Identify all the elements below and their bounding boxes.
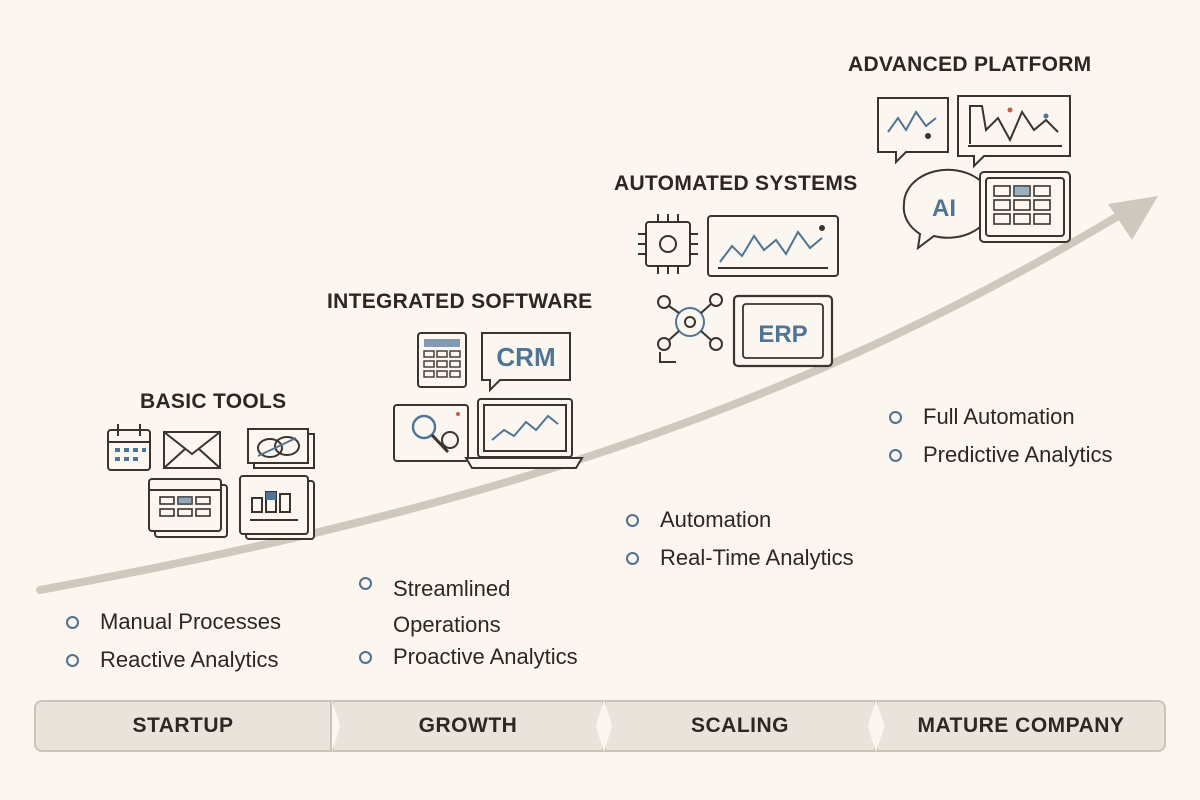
line-chart-panel-icon xyxy=(707,215,839,277)
bullets-basic-tools: Manual Processes Reactive Analytics xyxy=(66,610,281,686)
bullet-circle-icon xyxy=(66,616,79,629)
bullets-automated-systems: Automation Real-Time Analytics xyxy=(626,508,854,584)
bullet-circle-icon xyxy=(359,651,372,664)
chart-bubble-icon xyxy=(957,95,1071,169)
gear-chip-icon xyxy=(638,214,698,274)
list-item: Full Automation xyxy=(889,405,1113,429)
grid-panel-icon xyxy=(979,171,1071,243)
network-gear-icon xyxy=(657,293,723,363)
list-item: Streamlined Operations xyxy=(359,571,589,643)
link-chart-icon xyxy=(247,428,315,469)
stage-title-automated-systems: AUTOMATED SYSTEMS xyxy=(614,172,858,195)
ai-bubble-icon: AI xyxy=(902,168,993,251)
erp-label: ERP xyxy=(758,321,807,348)
ai-label: AI xyxy=(932,195,956,222)
table-app-icon xyxy=(417,332,467,388)
bullets-integrated-software: Streamlined Operations Proactive Analyti… xyxy=(359,571,589,683)
envelope-icon xyxy=(163,431,221,469)
bullet-circle-icon xyxy=(626,552,639,565)
calendar-icon xyxy=(107,424,151,471)
stage-title-advanced-platform: ADVANCED PLATFORM xyxy=(848,53,1092,76)
list-item: Automation xyxy=(626,508,854,532)
bullet-circle-icon xyxy=(359,577,372,590)
bullet-circle-icon xyxy=(889,411,902,424)
crm-label: CRM xyxy=(496,342,555,372)
bullet-circle-icon xyxy=(889,449,902,462)
bullet-circle-icon xyxy=(626,514,639,527)
list-item: Proactive Analytics xyxy=(359,645,589,669)
stage-title-basic-tools: BASIC TOOLS xyxy=(140,390,287,413)
phase-mature-company: MATURE COMPANY xyxy=(876,700,1166,752)
laptop-chart-icon xyxy=(464,398,584,469)
bullet-circle-icon xyxy=(66,654,79,667)
growth-arrow xyxy=(36,196,1158,594)
crm-bubble-icon: CRM xyxy=(481,332,571,393)
phase-scaling: SCALING xyxy=(604,700,876,752)
list-item: Manual Processes xyxy=(66,610,281,634)
spreadsheet-icon xyxy=(148,478,228,538)
magnifier-screen-icon xyxy=(393,404,469,462)
phase-growth: GROWTH xyxy=(332,700,604,752)
list-item: Reactive Analytics xyxy=(66,648,281,672)
erp-screen-icon: ERP xyxy=(732,294,834,368)
bullets-advanced-platform: Full Automation Predictive Analytics xyxy=(889,405,1113,481)
list-item: Predictive Analytics xyxy=(889,443,1113,467)
stage-title-integrated-software: INTEGRATED SOFTWARE xyxy=(327,290,593,313)
phase-startup: STARTUP xyxy=(34,700,332,752)
scatter-bubble-icon xyxy=(877,97,949,165)
dashboard-icon xyxy=(239,475,315,540)
list-item: Real-Time Analytics xyxy=(626,546,854,570)
